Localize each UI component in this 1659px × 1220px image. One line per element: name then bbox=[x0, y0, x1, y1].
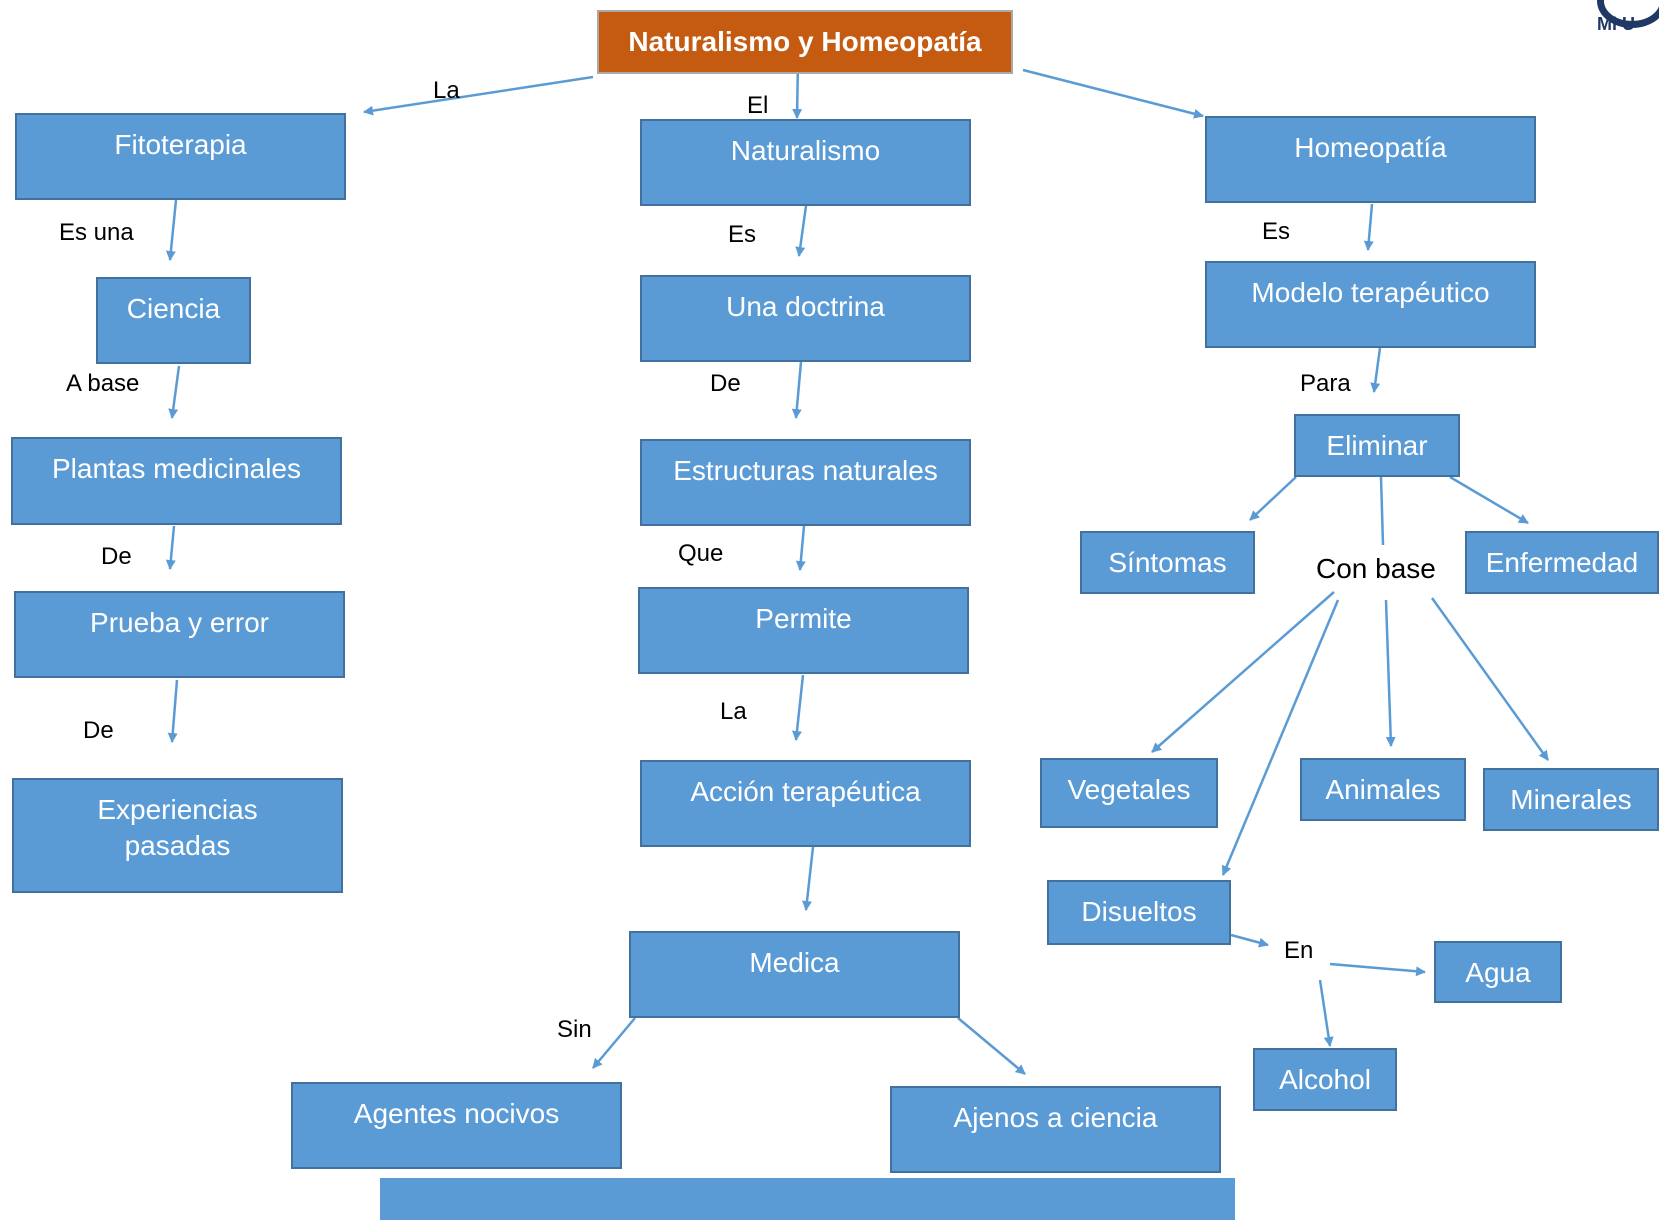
node-homeopatia: Homeopatía bbox=[1205, 116, 1536, 203]
link-label-la-root: La bbox=[433, 77, 460, 104]
node-estructuras-naturales: Estructuras naturales bbox=[640, 439, 971, 526]
arrow-naturalismo-to-doctrina bbox=[795, 205, 808, 257]
node-vegetales: Vegetales bbox=[1040, 758, 1218, 828]
arrow-en-to-alcohol bbox=[1318, 979, 1334, 1047]
arrow-disueltos-to-en bbox=[1230, 933, 1269, 948]
arrow-plantas-to-prueba bbox=[165, 525, 176, 570]
arrow-permite-to-accion bbox=[791, 674, 805, 741]
link-label-sin: Sin bbox=[557, 1016, 592, 1043]
link-label-la-permite: La bbox=[720, 698, 747, 725]
university-logo: Mi U bbox=[1589, 0, 1659, 40]
arrow-conbase-to-disueltos bbox=[1221, 599, 1340, 876]
arrow-conbase-to-vegetales bbox=[1151, 591, 1335, 753]
link-label-para: Para bbox=[1300, 370, 1351, 397]
arrow-conbase-to-minerales bbox=[1430, 597, 1550, 761]
node-sintomas: Síntomas bbox=[1080, 531, 1255, 594]
node-agua: Agua bbox=[1434, 941, 1562, 1003]
node-una-doctrina: Una doctrina bbox=[640, 275, 971, 362]
arrow-accion-to-medica bbox=[802, 846, 815, 911]
arrow-ciencia-to-plantas bbox=[168, 365, 181, 419]
link-label-el: El bbox=[747, 92, 769, 119]
node-experiencias-pasadas: Experiencias pasadas bbox=[12, 778, 343, 893]
link-label-es-homeopatia: Es bbox=[1262, 218, 1291, 245]
link-label-es-naturalismo: Es bbox=[728, 221, 757, 248]
arrow-eliminar-to-sintomas bbox=[1249, 476, 1297, 521]
node-animales: Animales bbox=[1300, 758, 1466, 821]
arrow-fitoterapia-to-ciencia bbox=[165, 199, 178, 261]
node-modelo-terapeutico: Modelo terapéutico bbox=[1205, 261, 1536, 348]
arrow-homeopatia-to-modelo bbox=[1363, 203, 1374, 251]
node-prueba-y-error: Prueba y error bbox=[14, 591, 345, 678]
arrow-root-to-homeopatia bbox=[1022, 68, 1204, 119]
node-naturalismo: Naturalismo bbox=[640, 119, 971, 206]
link-label-a-base: A base bbox=[66, 370, 140, 397]
node-disueltos: Disueltos bbox=[1047, 880, 1231, 945]
link-label-de-doctrina: De bbox=[710, 370, 741, 397]
arrow-medica-to-agentes bbox=[592, 1017, 636, 1069]
node-enfermedad: Enfermedad bbox=[1465, 531, 1659, 594]
arrow-modelo-to-eliminar bbox=[1370, 347, 1382, 393]
node-minerales: Minerales bbox=[1483, 768, 1659, 831]
node-fitoterapia: Fitoterapia bbox=[15, 113, 346, 200]
connector-eliminar-to-conbase bbox=[1379, 476, 1385, 546]
link-label-de-prueba: De bbox=[83, 717, 114, 744]
arrow-doctrina-to-estructuras bbox=[791, 361, 803, 419]
link-label-en: En bbox=[1284, 937, 1314, 964]
node-alcohol: Alcohol bbox=[1253, 1048, 1397, 1111]
node-medica: Medica bbox=[629, 931, 960, 1018]
arrow-conbase-to-animales bbox=[1384, 599, 1396, 747]
node-agentes-nocivos: Agentes nocivos bbox=[291, 1082, 622, 1169]
link-label-con-base: Con base bbox=[1316, 553, 1436, 584]
link-label-que: Que bbox=[678, 540, 724, 567]
arrow-estructuras-to-permite bbox=[795, 525, 806, 571]
node-ajenos-a-ciencia: Ajenos a ciencia bbox=[890, 1086, 1221, 1173]
link-label-es-una: Es una bbox=[59, 219, 134, 246]
root-node: Naturalismo y Homeopatía bbox=[597, 10, 1013, 74]
node-ciencia: Ciencia bbox=[96, 277, 251, 364]
logo-mark-icon bbox=[1597, 0, 1659, 28]
node-eliminar: Eliminar bbox=[1294, 414, 1460, 477]
node-permite: Permite bbox=[638, 587, 969, 674]
cropped-bottom-box bbox=[380, 1178, 1235, 1220]
arrow-medica-to-ajenos bbox=[957, 1017, 1026, 1075]
node-plantas-medicinales: Plantas medicinales bbox=[11, 437, 342, 525]
logo-text: Mi U bbox=[1597, 14, 1635, 34]
arrow-root-to-fitoterapia bbox=[363, 75, 594, 116]
link-label-de-plantas: De bbox=[101, 543, 132, 570]
node-accion-terapeutica: Acción terapéutica bbox=[640, 760, 971, 847]
arrow-prueba-to-experiencias bbox=[167, 679, 179, 743]
arrow-eliminar-to-enfermedad bbox=[1449, 475, 1529, 525]
arrow-en-to-agua bbox=[1329, 962, 1426, 977]
